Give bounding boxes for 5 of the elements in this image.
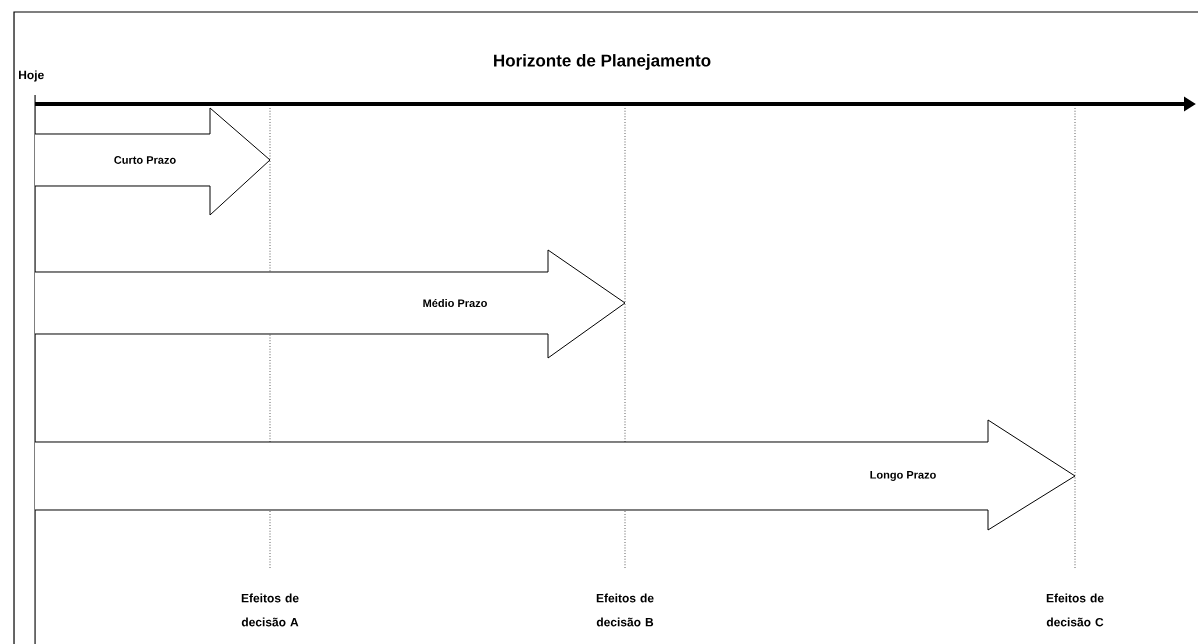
effect-label: Efeitos de decisão C <box>1046 593 1104 627</box>
effect-label: Efeitos de decisão A <box>241 593 299 627</box>
today-label: Hoje <box>19 70 44 82</box>
effect-label: Efeitos de decisão B <box>596 593 654 627</box>
title: Horizonte de Planejamento <box>494 54 711 70</box>
